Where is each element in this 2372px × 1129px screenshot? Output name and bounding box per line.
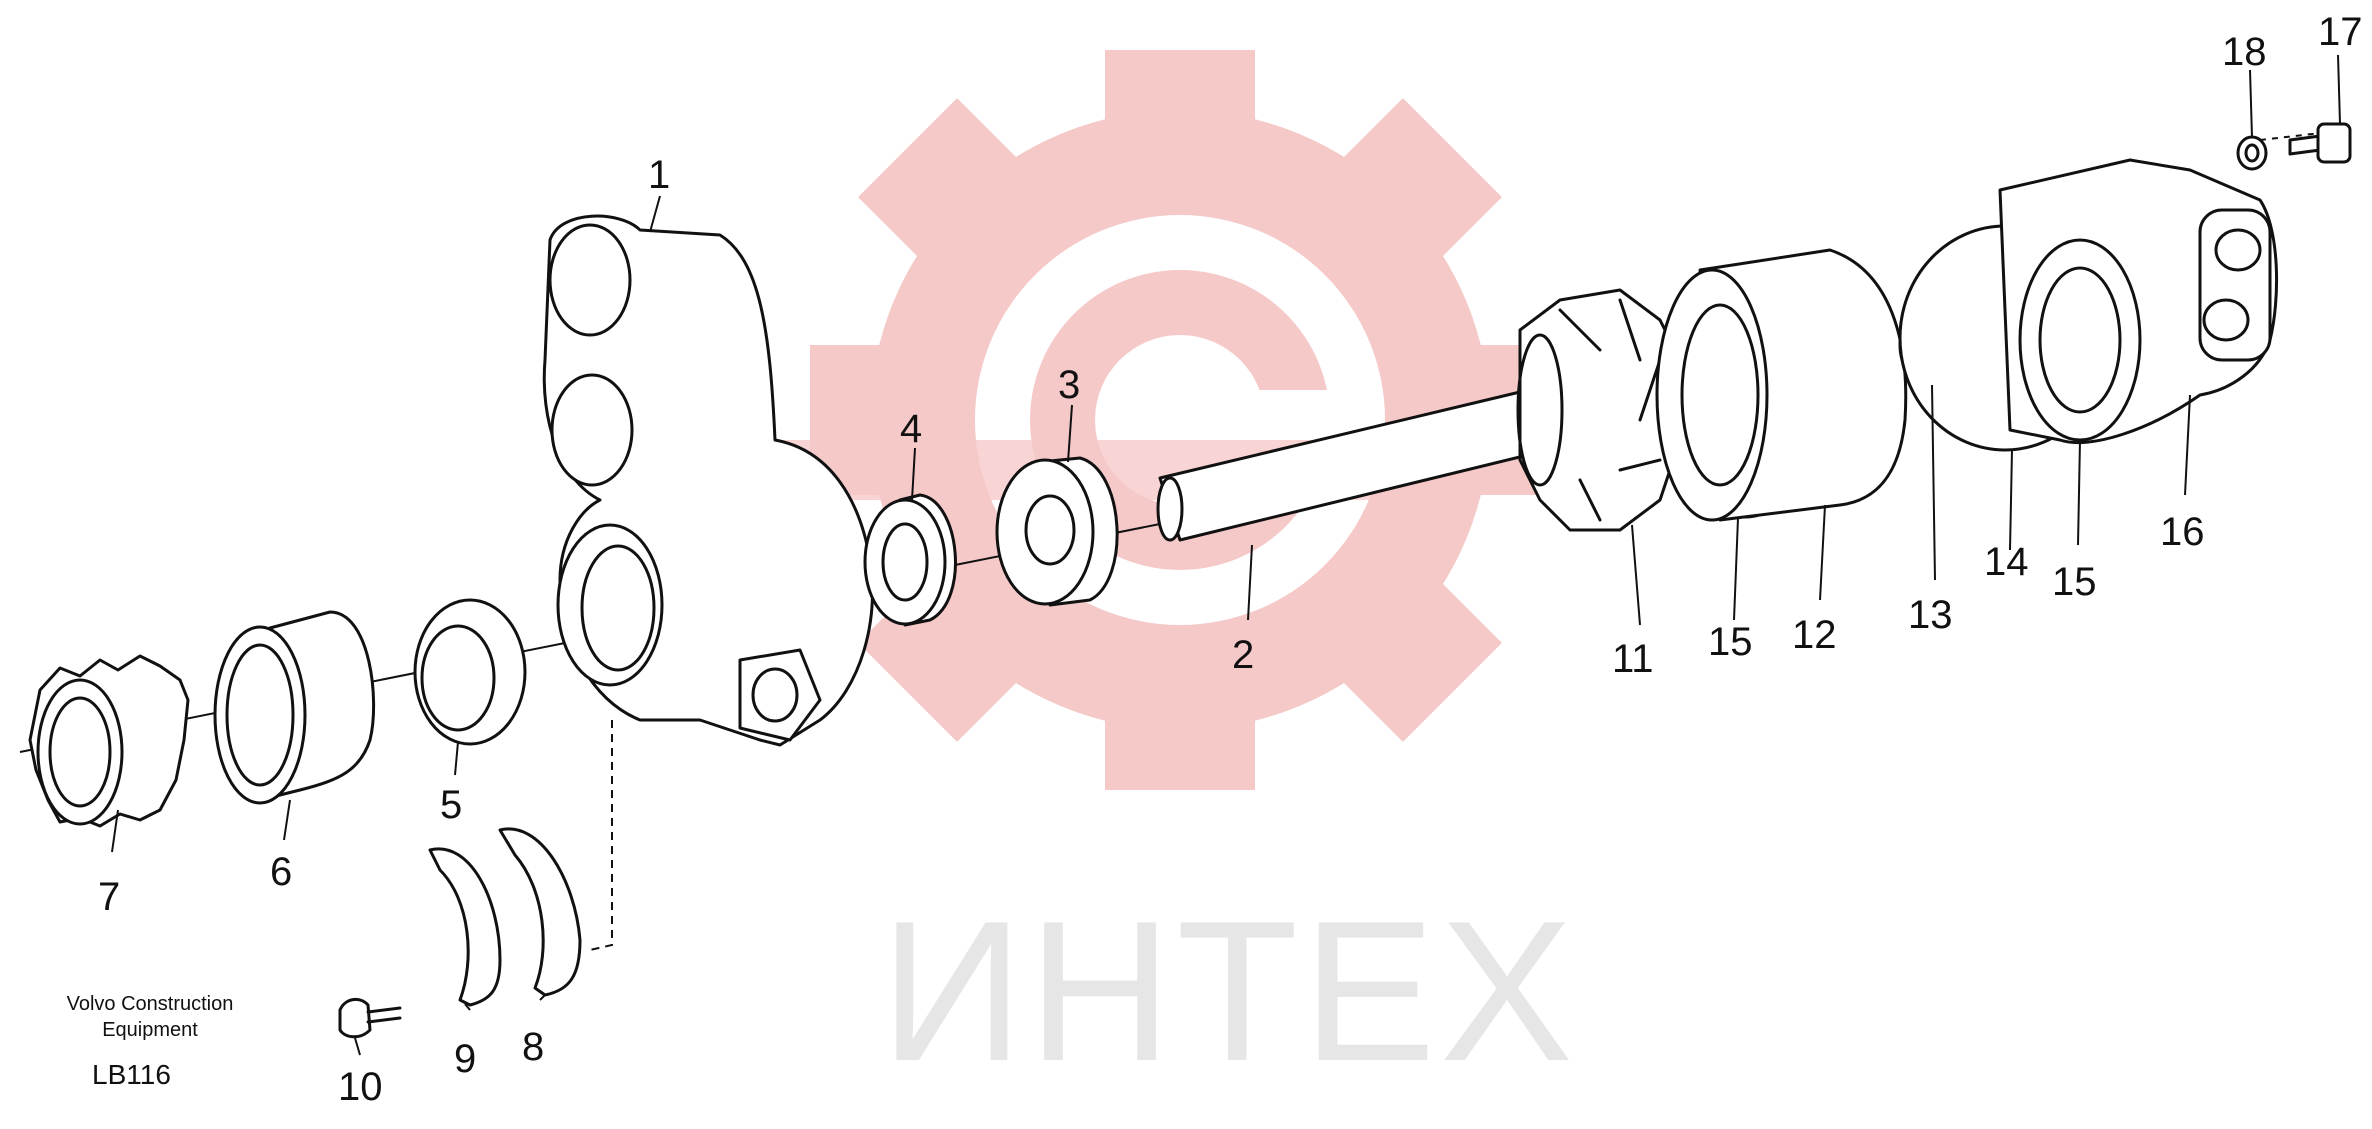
part-9-half-shell (428, 847, 502, 1007)
callout-3: 3 (1058, 363, 1080, 407)
credit-line-2: Equipment (102, 1019, 198, 1041)
part-6-bearing-sleeve (213, 610, 376, 805)
part-3-seal-housing (995, 456, 1119, 607)
watermark-text: ИНТЕХ (880, 880, 1577, 1103)
part-12-pump-cover (1655, 248, 1908, 522)
callout-1: 1 (648, 153, 670, 197)
callout-4: 4 (900, 407, 922, 451)
callout-11: 11 (1612, 637, 1654, 681)
callout-15-drive-ring: 15 (2052, 560, 2097, 604)
part-8-half-shell (498, 827, 582, 997)
callout-6: 6 (270, 850, 292, 894)
part-18-washer (2236, 135, 2268, 171)
callout-10: 10 (338, 1065, 383, 1109)
callout-7: 7 (98, 875, 120, 919)
credit-block: Volvo Construction Equipment LB116 (67, 993, 234, 1090)
callout-17: 17 (2318, 10, 2363, 54)
part-11-impeller (1516, 288, 1682, 532)
callout-2: 2 (1232, 633, 1254, 677)
leader-lines (111, 54, 2341, 1056)
callout-9: 9 (454, 1037, 476, 1081)
credit-line-1: Volvo Construction (67, 993, 234, 1015)
callout-14: 14 (1984, 540, 2029, 584)
part-4-ball-bearing (863, 493, 957, 627)
part-10-screw (338, 997, 402, 1039)
callout-13: 13 (1908, 593, 1953, 637)
part-1-pump-housing (542, 214, 874, 747)
part-5-seal-ring (413, 598, 527, 746)
part-7-gear (28, 654, 190, 828)
part-17-bolt (2288, 122, 2352, 164)
callout-labels: 1 2 3 4 5 6 7 8 9 10 11 12 13 14 15 15 1… (98, 10, 2363, 1109)
callout-8: 8 (522, 1025, 544, 1069)
diagram-code: LB116 (92, 1059, 171, 1090)
assembly-dashed-line (589, 720, 613, 951)
callout-18: 18 (2222, 30, 2267, 74)
callout-12: 12 (1792, 613, 1837, 657)
callout-5: 5 (440, 783, 462, 827)
part-16-outlet-housing (1998, 158, 2279, 445)
callout-15-gasket: 15 (1708, 620, 1753, 664)
callout-16: 16 (2160, 510, 2205, 554)
